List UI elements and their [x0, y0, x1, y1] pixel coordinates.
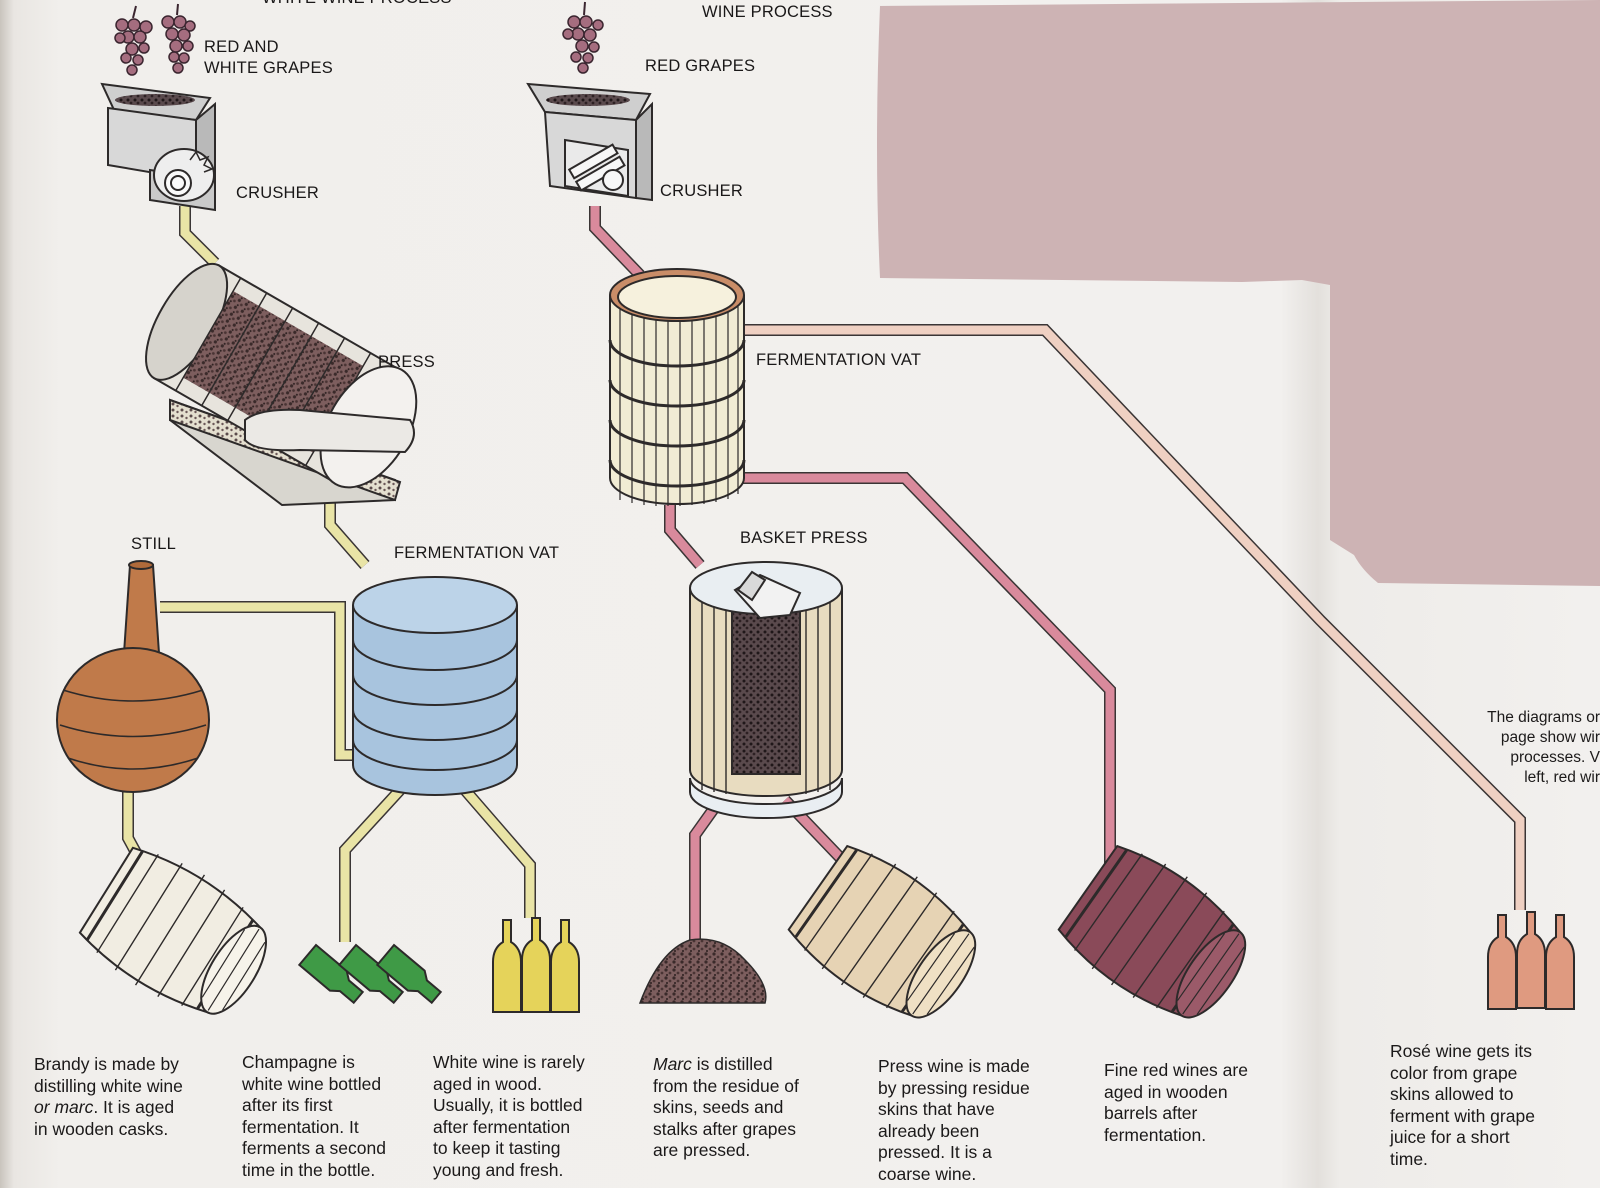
- caption-line: already been: [878, 1120, 980, 1141]
- caption-line: to keep it tasting: [433, 1138, 561, 1158]
- white-wine-caption: White wine is rarely aged in wood. Usual…: [433, 1052, 585, 1181]
- red-fermentation-vat-label: FERMENTATION VAT: [756, 351, 922, 369]
- caption-line: skins, seeds and: [653, 1097, 784, 1117]
- caption-line: fermentation.: [1104, 1124, 1207, 1145]
- side-note: The diagrams or page show wir processes.…: [1487, 708, 1600, 788]
- caption-fragment: . It is aged: [93, 1097, 175, 1117]
- red-grapes-icon: [562, 1, 604, 74]
- white-grapes-label-line: WHITE GRAPES: [204, 59, 333, 77]
- champagne-caption: Champagne is white wine bottled after it…: [242, 1052, 386, 1181]
- caption-line: or marc. It is aged: [34, 1097, 183, 1119]
- press-wine-cask-icon: [787, 844, 977, 1019]
- caption-line: Champagne is: [242, 1052, 355, 1072]
- caption-line: time.: [1390, 1148, 1428, 1169]
- basket-press-icon: [689, 561, 843, 819]
- rose-pipe: [745, 324, 1526, 910]
- basket-press-label: BASKET PRESS: [740, 529, 868, 547]
- caption-line: Fine red wines are: [1104, 1060, 1248, 1080]
- caption-line: Marc is distilled: [653, 1054, 799, 1076]
- caption-line: aged in wooden: [1104, 1081, 1228, 1102]
- white-crusher-icon: [100, 82, 216, 212]
- fine-red-cask-icon: [1057, 844, 1247, 1019]
- caption-line: time in the bottle.: [242, 1159, 376, 1180]
- caption-line: are pressed.: [653, 1140, 751, 1160]
- caption-italic-term: Marc: [653, 1054, 692, 1074]
- red-crusher-icon: [526, 82, 653, 202]
- white-process-heading: WHITE WINE PROCESS: [262, 0, 452, 9]
- red-fermentation-vat-icon: [608, 268, 746, 506]
- brandy-cask-icon: [78, 846, 268, 1015]
- marc-pile-icon: [638, 938, 767, 1004]
- caption-line: Press wine is made: [878, 1056, 1030, 1076]
- caption-fragment: is distilled: [691, 1054, 773, 1074]
- caption-line: fermentation. It: [242, 1116, 359, 1137]
- white-grapes-icon: [114, 3, 196, 76]
- still-icon: [56, 560, 210, 793]
- red-process-heading: WINE PROCESS: [702, 3, 833, 21]
- white-pipes: [122, 206, 536, 942]
- caption-line: Usually, it is bottled: [433, 1095, 583, 1115]
- caption-line: distilling white wine: [34, 1075, 183, 1096]
- rose-bottles-icon: [1487, 911, 1575, 1010]
- white-press-label: PRESS: [378, 353, 435, 371]
- caption-line: White wine is rarely: [433, 1052, 585, 1072]
- pink-overlay: [877, 0, 1600, 586]
- caption-line: barrels after: [1104, 1103, 1198, 1123]
- white-fermentation-vat-label: FERMENTATION VAT: [394, 544, 560, 562]
- caption-line: pressed. It is a: [878, 1142, 992, 1162]
- caption-line: coarse wine.: [878, 1163, 977, 1184]
- caption-line: stalks after grapes: [653, 1118, 796, 1139]
- caption-line: ferment with grape: [1390, 1105, 1535, 1126]
- caption-line: color from grape: [1390, 1062, 1518, 1083]
- white-fermentation-vat-icon: [352, 576, 518, 796]
- caption-line: Brandy is made by: [34, 1054, 179, 1074]
- side-note-line: The diagrams or: [1487, 709, 1600, 726]
- white-grapes-label: RED AND WHITE GRAPES: [204, 37, 333, 79]
- marc-caption: Marc is distilled from the residue of sk…: [653, 1054, 799, 1162]
- caption-line: by pressing residue: [878, 1077, 1030, 1098]
- red-grapes-label: RED GRAPES: [645, 57, 756, 75]
- white-wine-bottles-icon: [492, 917, 580, 1013]
- white-grapes-label-line: RED AND: [204, 38, 279, 56]
- caption-line: skins allowed to: [1390, 1084, 1514, 1104]
- caption-line: after fermentation: [433, 1116, 571, 1137]
- caption-line: young and fresh.: [433, 1159, 564, 1180]
- still-label: STILL: [131, 535, 177, 553]
- brandy-caption: Brandy is made by distilling white wine …: [34, 1054, 183, 1140]
- side-note-line: processes. V: [1510, 749, 1600, 766]
- side-note-line: page show wir: [1500, 729, 1600, 746]
- caption-line: skins that have: [878, 1099, 995, 1119]
- champagne-bottles-icon: [297, 943, 443, 1005]
- caption-line: aged in wood.: [433, 1073, 542, 1094]
- rose-caption: Rosé wine gets its color from grape skin…: [1390, 1041, 1535, 1170]
- caption-line: in wooden casks.: [34, 1118, 169, 1139]
- caption-italic-term: marc: [54, 1097, 94, 1117]
- red-crusher-label: CRUSHER: [660, 182, 743, 200]
- caption-line: juice for a short: [1390, 1127, 1510, 1147]
- fine-red-caption: Fine red wines are aged in wooden barrel…: [1104, 1060, 1248, 1146]
- caption-line: ferments a second: [242, 1138, 386, 1158]
- side-note-line: left, red wir: [1524, 769, 1600, 786]
- white-crusher-label: CRUSHER: [236, 184, 319, 202]
- caption-line: from the residue of: [653, 1075, 799, 1096]
- caption-line: white wine bottled: [242, 1073, 382, 1094]
- caption-line: Rosé wine gets its: [1390, 1041, 1533, 1061]
- caption-line: after its first: [242, 1095, 333, 1115]
- press-wine-caption: Press wine is made by pressing residue s…: [878, 1056, 1030, 1185]
- caption-fragment: or: [34, 1097, 55, 1117]
- white-press-icon: [145, 262, 418, 507]
